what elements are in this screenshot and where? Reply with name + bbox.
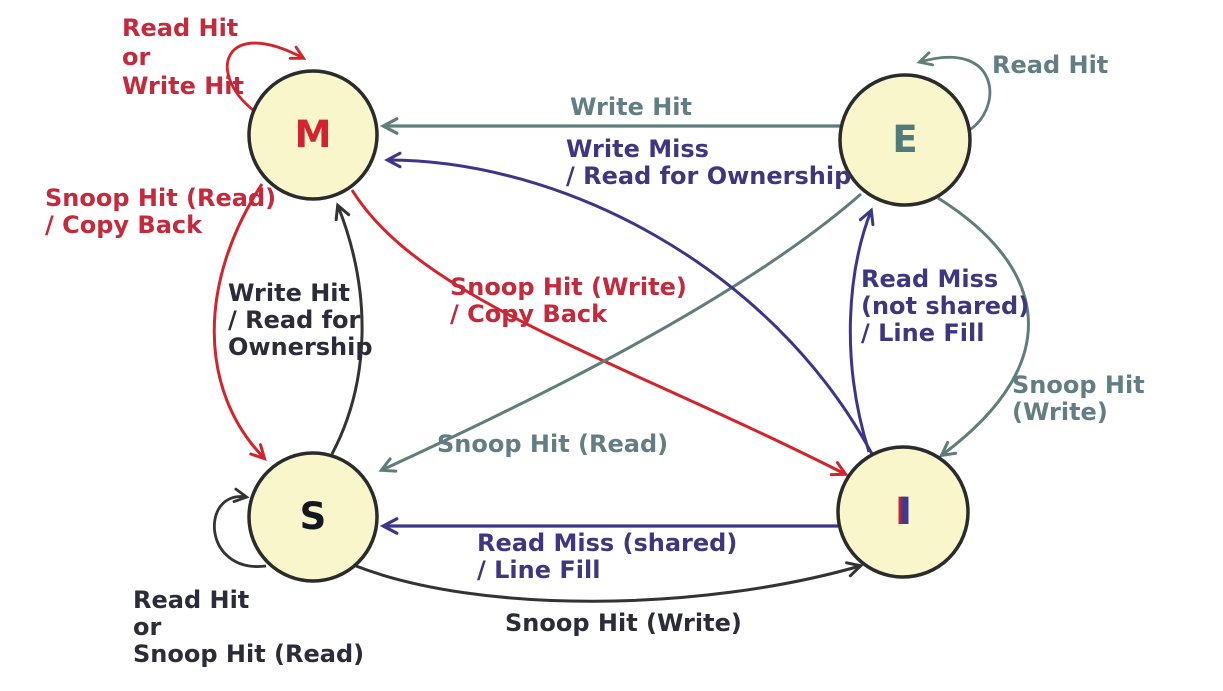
state-e-label: E — [892, 117, 918, 161]
edge-i-to-m — [388, 160, 874, 455]
label-s-to-i: Snoop Hit (Write) — [505, 609, 742, 637]
state-e-circle — [838, 73, 972, 207]
label-e-to-s: Snoop Hit (Read) — [437, 430, 669, 458]
state-m-circle — [247, 69, 379, 201]
edge-e-to-s — [382, 192, 862, 470]
state-s-circle — [247, 451, 379, 583]
edge-e-self-loop — [920, 57, 992, 134]
edge-m-to-i — [350, 189, 845, 474]
edge-i-to-e — [848, 211, 871, 453]
edge-s-to-i — [355, 566, 860, 603]
label-m-to-i: Snoop Hit (Write) / Copy Back — [450, 273, 687, 328]
edge-m-to-s — [212, 183, 264, 458]
label-i-to-e: Read Miss (not shared) / Line Fill — [861, 265, 1030, 347]
label-m-self-loop: Read Hit or Write Hit — [122, 14, 245, 100]
state-m-label: M — [294, 112, 332, 156]
label-m-to-s: Snoop Hit (Read) / Copy Back — [45, 184, 277, 239]
edge-s-to-m — [330, 206, 364, 455]
state-i-circle — [836, 445, 970, 579]
label-s-self-loop: Read Hit or Snoop Hit (Read) — [133, 586, 365, 668]
state-i-label: I — [898, 489, 912, 533]
edge-e-to-i — [937, 196, 1030, 455]
label-i-to-m: Write Miss / Read for Ownership — [566, 135, 852, 190]
label-e-to-i: Snoop Hit (Write) — [1012, 371, 1145, 426]
edge-s-self-loop — [213, 497, 267, 568]
label-e-self-loop: Read Hit — [992, 51, 1109, 79]
label-s-to-m: Write Hit / Read for Ownership — [228, 279, 373, 361]
label-i-to-s: Read Miss (shared) / Line Fill — [477, 529, 738, 584]
edge-m-self-loop — [226, 41, 303, 112]
label-e-to-m: Write Hit — [570, 93, 693, 121]
state-s-label: S — [299, 494, 327, 538]
